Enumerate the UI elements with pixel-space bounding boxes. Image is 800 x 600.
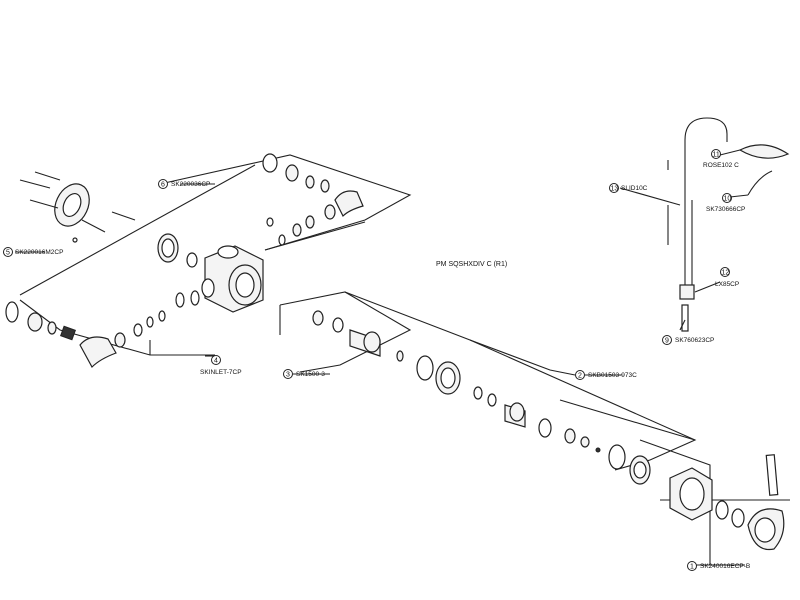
- callout-4: 4 SKINLET-7CP: [200, 355, 242, 376]
- callout-3-code: SK1500-3: [296, 371, 325, 378]
- callout-9: 9 SK760623CP: [662, 335, 714, 345]
- callout-4-number: 4: [214, 358, 218, 365]
- callout-6: 6 SK220036CP: [158, 179, 210, 189]
- group-2-bracket: [344, 291, 697, 471]
- callout-1-number: 1: [690, 564, 694, 571]
- callout-6-number: 6: [161, 182, 165, 189]
- callout-2: 2 SKB01503-973C: [575, 370, 637, 380]
- riser-rail-parts: [667, 117, 790, 332]
- callout-5: 5 SK220016M2CP: [3, 247, 63, 257]
- callout-11-code: ROSE102 C: [703, 162, 739, 169]
- callout-3-number: 3: [286, 372, 290, 379]
- callout-1-code: SK240016ECP-B: [700, 563, 750, 570]
- leader-lines: [15, 149, 749, 566]
- group-3-bracket: [279, 291, 412, 373]
- callout-13-number: 13: [611, 186, 619, 193]
- callout-5-number: 5: [6, 250, 10, 257]
- callout-6-code: SK220036CP: [171, 181, 210, 188]
- callout-10: 10 SK730666CP: [706, 193, 745, 213]
- callout-13: 13 SLID10C: [609, 183, 648, 193]
- callout-12-number: 12: [722, 270, 730, 277]
- callout-10-code: SK730666CP: [706, 206, 745, 213]
- cartridge-parts: [312, 310, 651, 485]
- callout-10-number: 10: [724, 196, 732, 203]
- callout-11-number: 11: [713, 152, 720, 159]
- lower-inlet-parts: [5, 290, 200, 368]
- callout-2-number: 2: [578, 373, 582, 380]
- callout-5-code: SK220016M2CP: [15, 249, 63, 256]
- callout-3: 3 SK1500-3: [283, 369, 325, 379]
- backplate-part: [19, 171, 136, 243]
- upper-inlet-parts: [262, 153, 364, 246]
- handle-parts: [669, 454, 785, 551]
- callout-9-number: 9: [665, 338, 669, 345]
- callout-12-code: LX85CP: [715, 281, 739, 288]
- callout-1: 1 SK240016ECP-B: [687, 561, 750, 571]
- valve-body: [157, 233, 264, 313]
- callout-12: 12 LX85CP: [715, 267, 739, 288]
- callout-2-code: SKB01503-973C: [588, 372, 637, 379]
- callout-11: 11 ROSE102 C: [703, 149, 739, 169]
- drawing-reference: PM SQSHXDIV C (R1): [436, 261, 507, 268]
- callout-9-code: SK760623CP: [675, 337, 714, 344]
- callout-13-code: SLID10C: [621, 185, 648, 192]
- callout-4-code: SKINLET-7CP: [200, 369, 242, 376]
